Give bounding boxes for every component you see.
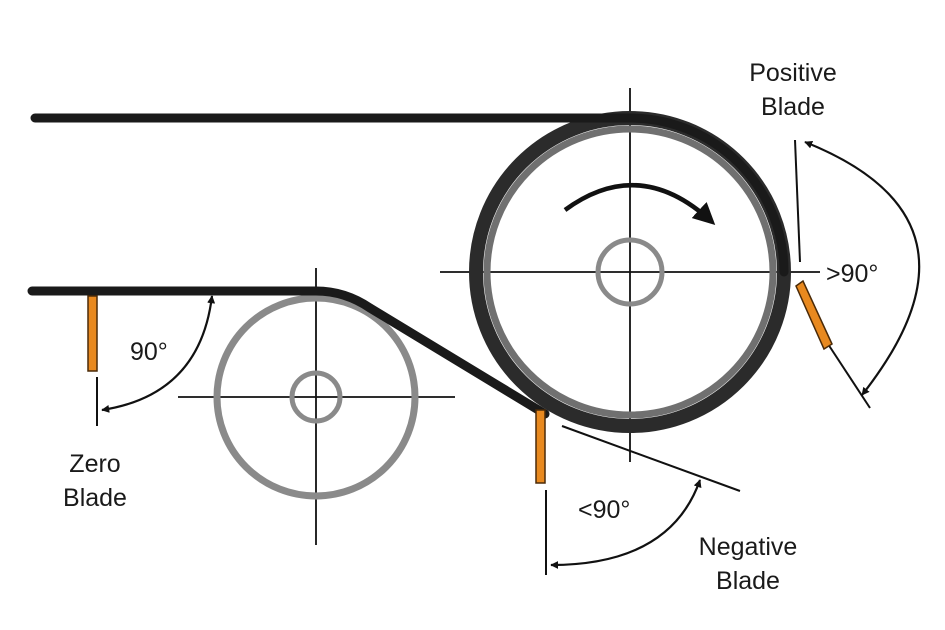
belt — [27, 113, 789, 419]
small-roller-hub — [289, 370, 343, 424]
positive-blade-label-line2: Blade — [761, 93, 825, 121]
upper-belt — [30, 113, 789, 277]
big-roller-hub — [595, 237, 665, 307]
negative-blade-label-line2: Blade — [716, 567, 780, 595]
zero-blade — [87, 295, 98, 372]
positive-angle-label: >90° — [826, 260, 878, 288]
zero-angle-arrow-icon — [101, 295, 216, 413]
negative-angle-label: <90° — [578, 496, 630, 524]
positive-tangent-line — [794, 139, 801, 263]
zero-blade-label-line1: Zero — [69, 450, 120, 478]
negative-angle-arrow-icon — [550, 479, 702, 569]
rotation-arrow-icon — [563, 183, 716, 225]
center-lines — [178, 88, 820, 545]
positive-blade — [795, 279, 833, 351]
small-roller — [213, 294, 419, 500]
labels: Positive Blade >90° 90° Zero Blade <90° … — [63, 59, 878, 595]
zero-blade-label-line2: Blade — [63, 484, 127, 512]
positive-blade-reference-line — [827, 343, 871, 409]
zero-blade-group — [87, 295, 216, 426]
negative-tangent-line — [561, 425, 741, 492]
lower-belt — [27, 286, 550, 419]
positive-angle-arrow-icon — [804, 140, 921, 396]
positive-blade-label-line1: Positive — [749, 59, 837, 87]
negative-blade-group — [535, 409, 741, 575]
negative-blade — [535, 409, 546, 484]
small-roller-outer-ring — [213, 294, 419, 500]
zero-angle-label: 90° — [130, 338, 168, 366]
big-roller-middle-ring — [483, 125, 777, 419]
negative-blade-label-line1: Negative — [699, 533, 798, 561]
positive-blade-group — [794, 139, 921, 409]
